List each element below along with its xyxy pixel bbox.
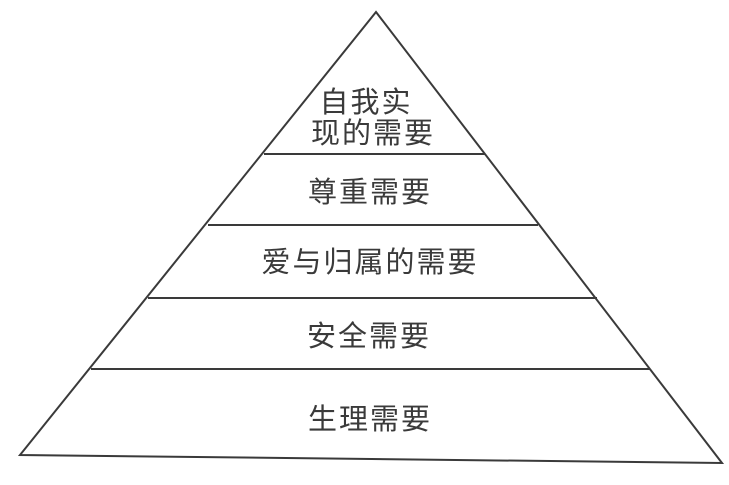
level-self-actualization-line2: 现的需要 <box>311 116 435 150</box>
pyramid-outline <box>17 10 725 465</box>
level-love-belonging: 爱与归属的需要 <box>261 245 478 279</box>
level-safety: 安全需要 <box>307 319 431 353</box>
level-self-actualization-line1: 自我实 <box>319 85 412 119</box>
level-esteem: 尊重需要 <box>308 175 432 209</box>
level-physiological: 生理需要 <box>308 402 432 436</box>
